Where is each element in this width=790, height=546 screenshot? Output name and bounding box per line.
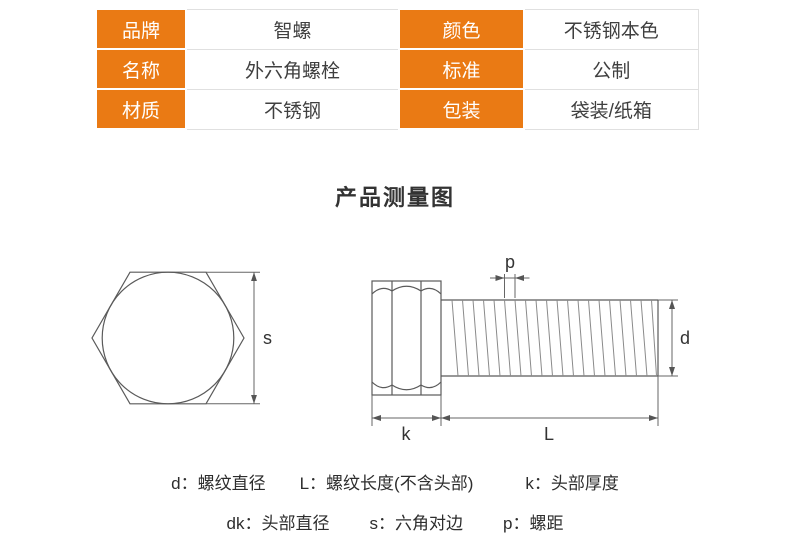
inscribed-circle — [101, 271, 235, 405]
dimension-label-L: L — [544, 424, 554, 444]
spec-label-package: 包装 — [398, 88, 525, 130]
dimension-p: p — [490, 252, 530, 298]
spec-value-brand: 智螺 — [185, 8, 400, 50]
spec-value-material: 不锈钢 — [185, 88, 400, 130]
bolt-side-view — [371, 280, 659, 396]
legend-line-2: dk：头部直径 s：六角对边 p：螺距 — [0, 509, 790, 534]
thread-shaft-outline — [441, 299, 659, 377]
dimension-label-p: p — [505, 252, 515, 272]
spec-label-material: 材质 — [95, 88, 187, 130]
spec-label-brand: 品牌 — [95, 8, 187, 50]
spec-value-color: 不锈钢本色 — [523, 8, 699, 50]
table-row: 材质 不锈钢 包装 袋装/纸箱 — [95, 88, 699, 130]
thread-lines — [451, 299, 657, 377]
spec-label-standard: 标准 — [398, 48, 525, 90]
dimension-label-s: s — [263, 328, 272, 348]
legend-item-d: d：螺纹直径 — [171, 474, 266, 493]
legend-item-s: s：六角对边 — [369, 514, 464, 533]
bolt-head-side — [371, 280, 442, 396]
legend-item-dk: dk：头部直径 — [226, 514, 330, 533]
dimension-d: d — [658, 299, 690, 377]
dimension-s: s — [206, 271, 272, 405]
legend-item-k: k：头部厚度 — [525, 474, 619, 493]
d-extension-lines — [658, 299, 678, 377]
spec-table: 品牌 智螺 颜色 不锈钢本色 名称 外六角螺栓 标准 公制 材质 不锈钢 包装 … — [95, 8, 699, 130]
spec-value-name: 外六角螺栓 — [185, 48, 400, 90]
dimension-k-l: k L — [371, 376, 659, 444]
section-title: 产品测量图 — [334, 185, 455, 210]
legend-item-L: L：螺纹长度(不含头部) — [299, 474, 474, 493]
table-row: 品牌 智螺 颜色 不锈钢本色 — [95, 8, 699, 50]
dimension-label-k: k — [402, 424, 412, 444]
spec-label-color: 颜色 — [398, 8, 525, 50]
legend-item-p: p：螺距 — [503, 514, 564, 533]
hex-head-front-view — [91, 271, 245, 405]
spec-value-standard: 公制 — [523, 48, 699, 90]
table-row: 名称 外六角螺栓 标准 公制 — [95, 48, 699, 90]
head-facet-lines — [391, 281, 422, 395]
legend-line-1: d：螺纹直径 L：螺纹长度(不含头部) k：头部厚度 — [0, 469, 790, 494]
bolt-measurement-diagram: s p d k L — [91, 252, 690, 444]
head-chamfer-arcs — [371, 285, 442, 391]
hexagon-outline — [91, 271, 245, 405]
spec-value-package: 袋装/纸箱 — [523, 88, 699, 130]
dimension-label-d: d — [680, 328, 690, 348]
spec-label-name: 名称 — [95, 48, 187, 90]
